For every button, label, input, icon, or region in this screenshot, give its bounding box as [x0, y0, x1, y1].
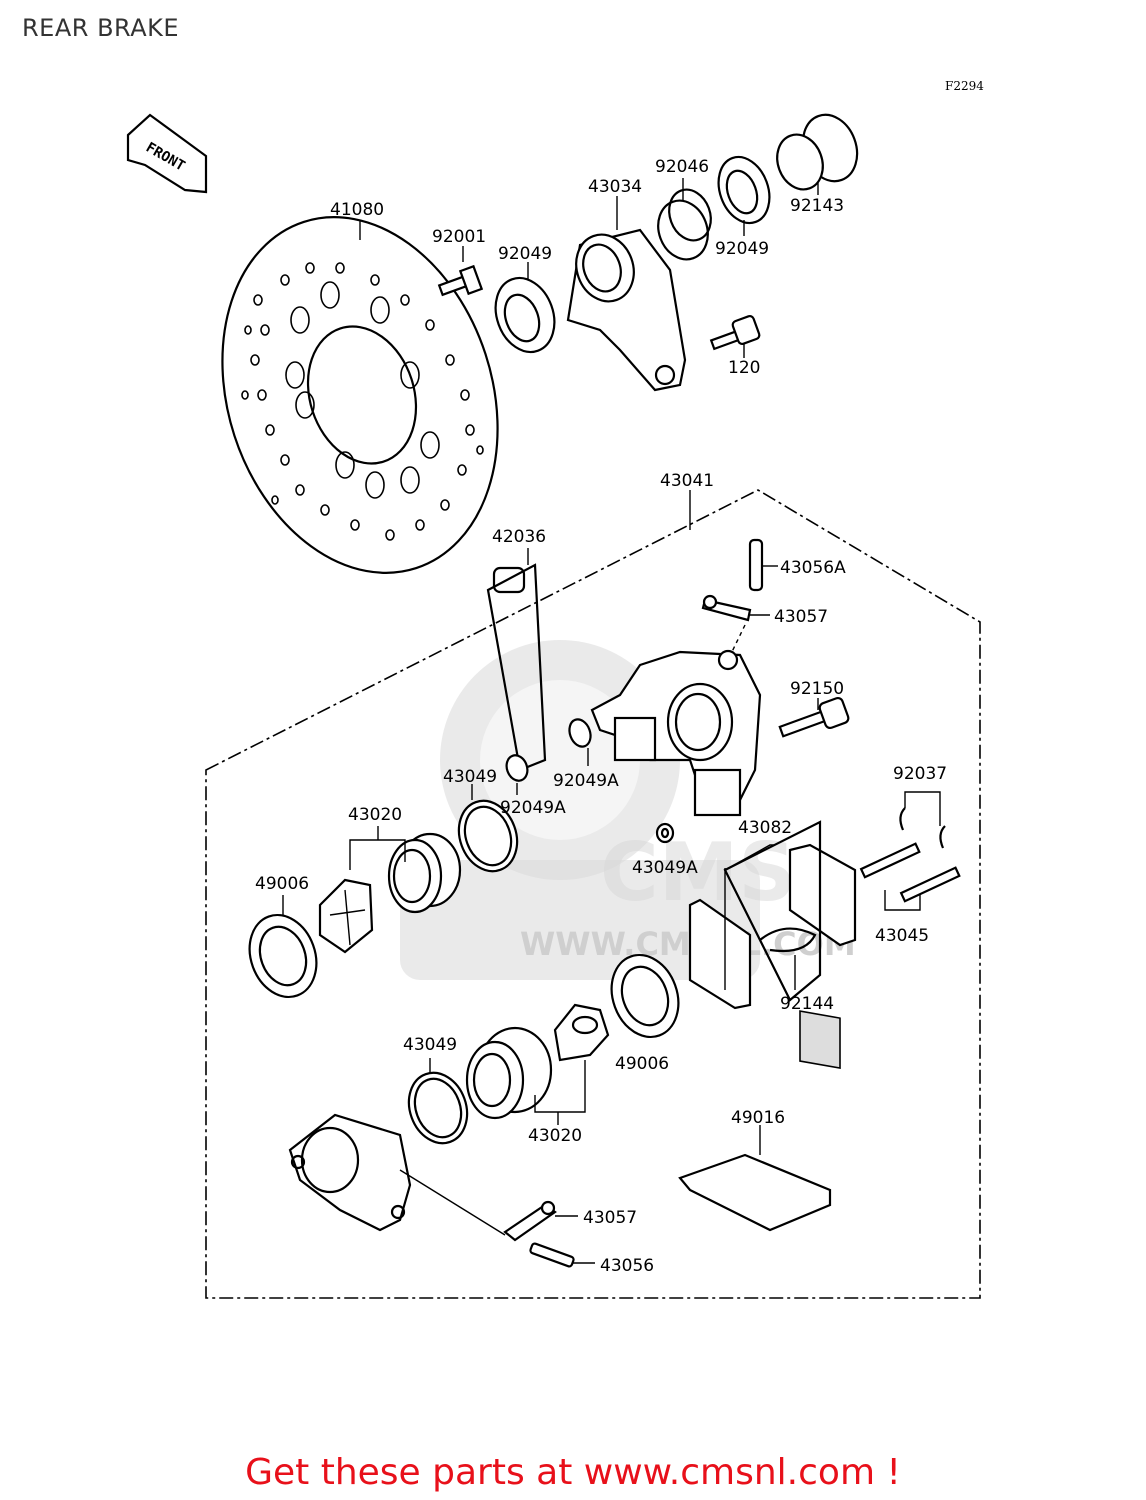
label-92049A-left: 92049A	[500, 798, 566, 818]
sleeve-92143	[776, 113, 859, 195]
label-92001: 92001	[432, 227, 486, 247]
label-43057-bottom: 43057	[583, 1208, 637, 1228]
piston-insulator-right	[553, 1003, 610, 1062]
label-92143: 92143	[790, 196, 844, 216]
bleeder-valve-43056	[529, 1242, 595, 1268]
label-49016: 49016	[731, 1108, 785, 1128]
bleeder-valve-43056A	[748, 538, 778, 592]
pad-pins-43045	[859, 842, 961, 911]
promo-link[interactable]: Get these parts at www.cmsnl.com !	[245, 1452, 901, 1493]
bolt-120	[709, 314, 761, 358]
caliper-body-lower	[288, 1113, 506, 1236]
label-43056A: 43056A	[780, 558, 846, 578]
label-92046: 92046	[655, 157, 709, 177]
brake-pads-43082	[688, 820, 857, 1070]
seal-92049-right	[717, 155, 771, 236]
label-43034: 43034	[588, 177, 642, 197]
label-120: 120	[728, 358, 760, 378]
sleeve-42036	[486, 548, 547, 772]
dust-seal-49006-left	[248, 895, 318, 999]
figure-code: F2294	[945, 79, 984, 93]
bolt-92001	[437, 246, 484, 297]
watermark-url-text: WWW.CMSNL.COM	[520, 925, 856, 963]
label-43020-bottom: 43020	[528, 1126, 582, 1146]
label-41080: 41080	[330, 200, 384, 220]
seal-92049A-right	[568, 718, 592, 766]
bleeder-cap-43057-top	[701, 594, 770, 661]
seal-92049A-left	[505, 754, 529, 795]
pad-spring-92144	[759, 927, 817, 990]
label-92150: 92150	[790, 679, 844, 699]
collar-92046	[657, 178, 712, 261]
piston-insulator-left	[318, 878, 374, 954]
label-42036: 42036	[492, 527, 546, 547]
label-92144: 92144	[780, 994, 834, 1014]
seal-43049A	[655, 822, 675, 844]
label-43020-top: 43020	[348, 805, 402, 825]
piston-43020-top	[349, 826, 462, 914]
label-43045: 43045	[875, 926, 929, 946]
clips-92037	[899, 791, 946, 849]
label-43057-top: 43057	[774, 607, 828, 627]
brake-disc	[221, 216, 499, 574]
label-49006-right: 49006	[615, 1054, 669, 1074]
part-number-labels: 41080 92001 92049 43034 92046 92049 9214…	[255, 157, 947, 1276]
seal-92049-top	[494, 262, 556, 354]
piston-43020-bottom	[465, 1026, 586, 1125]
label-43049A: 43049A	[632, 858, 698, 878]
dust-seal-49006-right	[610, 953, 680, 1039]
label-92049-top: 92049	[498, 244, 552, 264]
piston-seal-43049-bottom	[407, 1058, 469, 1145]
caliper-body-upper	[590, 649, 762, 817]
label-43049-top: 43049	[443, 767, 497, 787]
label-43056: 43056	[600, 1256, 654, 1276]
pad-shim-49016	[678, 1125, 832, 1232]
label-92049-right: 92049	[715, 239, 769, 259]
bleeder-cap-43057-bottom	[503, 1200, 578, 1242]
label-43082: 43082	[738, 818, 792, 838]
caliper-bracket-43034	[566, 196, 687, 392]
front-arrow-icon: FRONT	[126, 113, 208, 194]
bolt-92150	[778, 696, 850, 738]
page-title: REAR BRAKE	[22, 14, 180, 42]
label-43041: 43041	[660, 471, 714, 491]
piston-seal-43049-top	[457, 784, 519, 873]
label-49006-left: 49006	[255, 874, 309, 894]
label-92049A-right: 92049A	[553, 771, 619, 791]
label-43049-bottom: 43049	[403, 1035, 457, 1055]
label-92037: 92037	[893, 764, 947, 784]
